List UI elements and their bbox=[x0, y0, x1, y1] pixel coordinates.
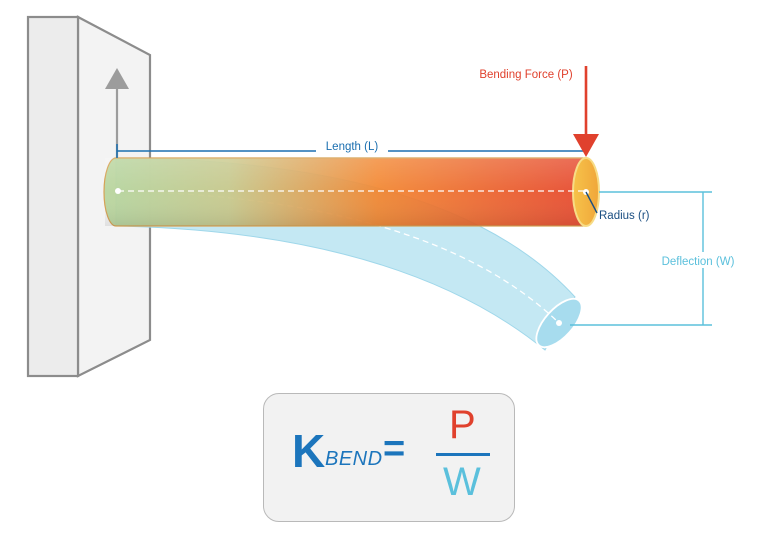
deflected-end-point bbox=[556, 320, 562, 326]
wall-up-arrow-head bbox=[105, 68, 129, 89]
bending-force: Bending Force (P) bbox=[479, 66, 599, 157]
deflection-label: Deflection (W) bbox=[662, 256, 735, 268]
length-label-backdrop bbox=[316, 137, 388, 153]
force-arrow-head bbox=[573, 134, 599, 157]
length-label: Length (L) bbox=[326, 141, 379, 153]
fraction-bar bbox=[436, 453, 490, 456]
radius-label: Radius (r) bbox=[599, 210, 650, 222]
formula-denominator: W bbox=[443, 460, 481, 504]
deflection-dimension: Deflection (W) bbox=[570, 191, 746, 326]
formula-k: K bbox=[292, 425, 326, 477]
formula-box bbox=[263, 393, 515, 522]
formula-subscript: BEND bbox=[325, 448, 383, 470]
straight-rod-shading bbox=[105, 158, 586, 226]
straight-rod-start-point bbox=[115, 188, 121, 194]
wall-front bbox=[26, 15, 80, 378]
bending-force-label: Bending Force (P) bbox=[479, 69, 572, 81]
length-dimension: Length (L) bbox=[116, 137, 586, 158]
radius-indicator bbox=[585, 191, 598, 214]
formula-equals: = bbox=[383, 428, 406, 470]
formula-numerator: P bbox=[449, 403, 476, 447]
straight-rod bbox=[103, 157, 600, 227]
deflection-label-backdrop bbox=[650, 252, 746, 268]
